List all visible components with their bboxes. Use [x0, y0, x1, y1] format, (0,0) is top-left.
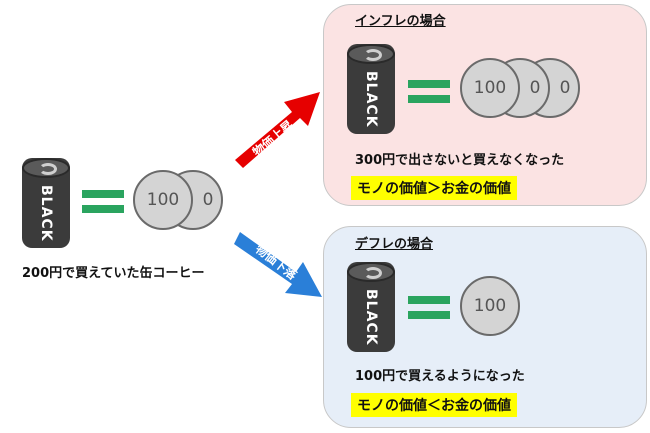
coin-icon: 100 [460, 276, 520, 336]
can-label: BLACK [38, 184, 54, 242]
deflation-caption: 100円で買えるようになった [355, 369, 525, 384]
coffee-can-icon: BLACK [22, 158, 70, 248]
left-caption: 200円で買えていた缶コーヒー [22, 266, 205, 281]
price-up-label: 物価上昇 [249, 117, 295, 159]
inflation-caption: 300円で出さないと買えなくなった [355, 153, 565, 168]
can-label: BLACK [363, 70, 379, 128]
price-down-arrow: 物価下落 [234, 232, 322, 297]
coffee-can-icon: BLACK [347, 44, 395, 134]
equals-icon [82, 190, 124, 220]
coin-icon: 100 [133, 170, 193, 230]
inflation-title: インフレの場合 [355, 14, 446, 29]
inflation-highlight: モノの価値＞お金の価値 [351, 176, 517, 200]
equals-icon [408, 296, 450, 326]
can-label: BLACK [363, 288, 379, 346]
price-up-arrow: 物価上昇 [235, 92, 320, 168]
coffee-can-icon: BLACK [347, 262, 395, 352]
deflation-title: デフレの場合 [355, 237, 434, 252]
equals-icon [408, 80, 450, 110]
price-down-label: 物価下落 [253, 241, 301, 283]
coin-icon: 100 [460, 58, 520, 118]
deflation-highlight: モノの価値＜お金の価値 [351, 393, 517, 417]
